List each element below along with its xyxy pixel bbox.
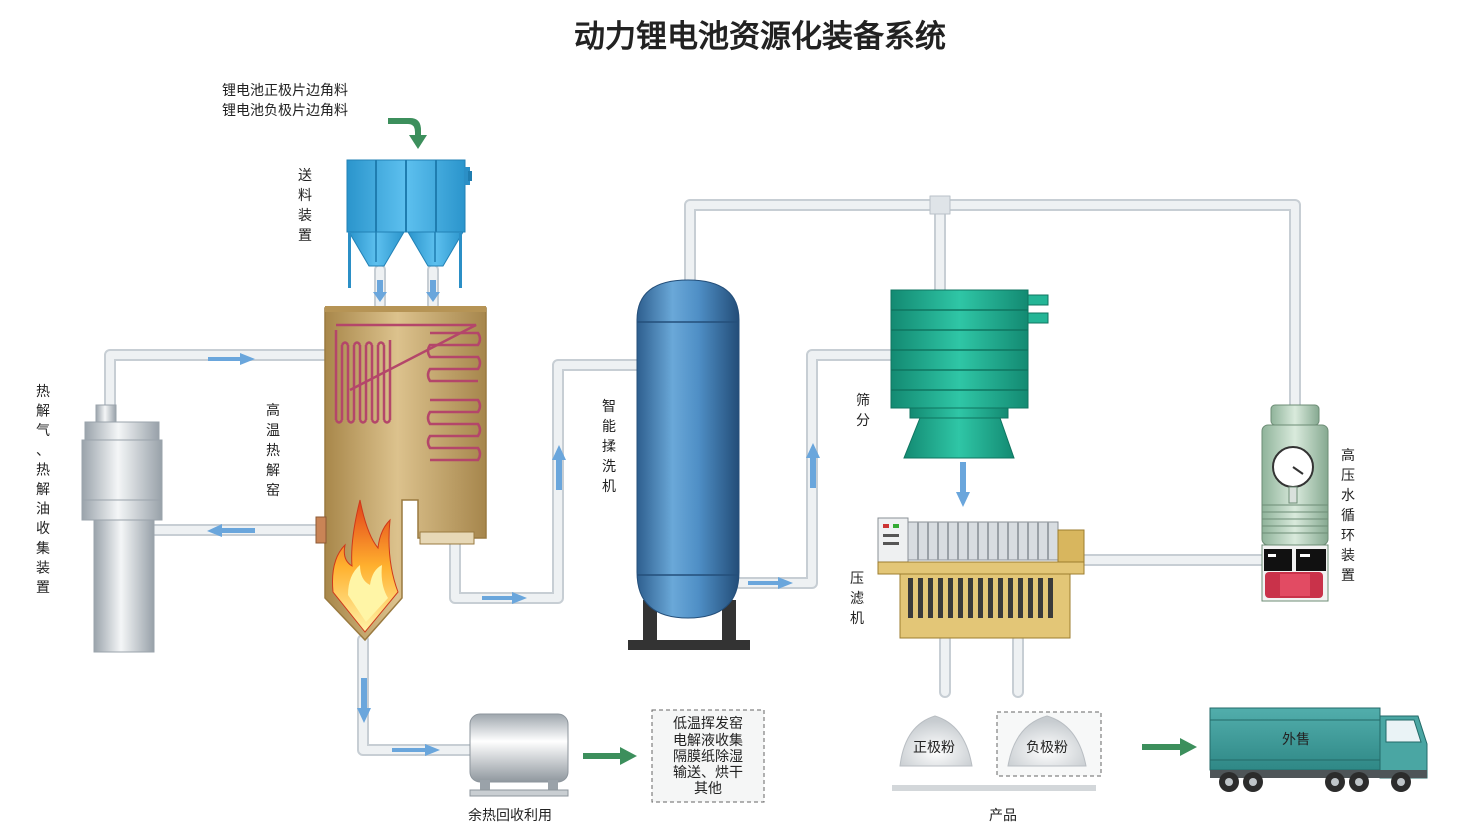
- washer-label: 智能揉洗机: [602, 399, 616, 495]
- smart-washer: [628, 279, 750, 650]
- flow-arrow: [748, 577, 793, 589]
- products-area: 正极粉 负极粉: [892, 711, 1102, 791]
- byproduct-arrow: [583, 747, 637, 765]
- green-arrows: [388, 118, 1197, 765]
- byproduct-item: 电解液收集: [673, 732, 743, 749]
- filter-press-label: 压滤机: [850, 571, 864, 627]
- flow-arrow: [552, 445, 566, 490]
- flow-arrow: [482, 592, 527, 604]
- byproduct-item: 输送、烘干: [673, 765, 743, 781]
- sale-label: 外售: [1282, 732, 1310, 748]
- input-material-positive: 锂电池正极片边角料: [222, 83, 348, 99]
- high-pressure-water-unit: [1261, 404, 1329, 602]
- heat-recovery-boiler: [469, 713, 569, 797]
- positive-powder-label: 正极粉: [913, 740, 955, 756]
- flow-arrow: [806, 443, 820, 488]
- pyrolysis-kiln: [315, 306, 487, 642]
- flow-arrow: [373, 280, 387, 302]
- filter-press: [877, 517, 1085, 639]
- water-cycle-label: 高压水循环装置: [1341, 447, 1355, 584]
- gas-collector-label: 热解气、热解油收集装置: [36, 384, 50, 596]
- input-material-negative: 锂电池负极片边角料: [222, 103, 348, 119]
- flow-arrow: [426, 280, 440, 302]
- flow-arrow: [208, 353, 255, 365]
- flow-arrow: [357, 678, 371, 723]
- screening-machine: [890, 289, 1049, 459]
- products-label: 产品: [989, 808, 1017, 824]
- flow-arrow: [956, 462, 970, 507]
- feeder-label: 送料装置: [298, 168, 312, 244]
- byproduct-box: 低温挥发窑 电解液收集 隔膜纸除湿 输送、烘干 其他: [651, 709, 765, 803]
- flow-arrow: [392, 744, 440, 756]
- negative-powder-label: 负极粉: [1026, 740, 1068, 756]
- byproduct-item: 其他: [694, 781, 722, 797]
- diagram-title: 动力锂电池资源化装备系统: [574, 19, 946, 55]
- byproduct-item: 低温挥发窑: [673, 715, 743, 732]
- screen-label: 筛分: [856, 393, 870, 429]
- feeder-unit: [346, 159, 472, 288]
- kiln-label: 高温热解窑: [266, 402, 280, 499]
- truck-icon: [1209, 707, 1428, 792]
- flow-arrow: [207, 524, 255, 537]
- heat-recovery-label: 余热回收利用: [468, 807, 552, 824]
- flow-arrows: [207, 280, 970, 756]
- input-arrow: [388, 118, 427, 149]
- sale-arrow: [1142, 738, 1197, 756]
- gas-oil-collector: [81, 404, 163, 653]
- byproduct-item: 隔膜纸除湿: [673, 749, 743, 765]
